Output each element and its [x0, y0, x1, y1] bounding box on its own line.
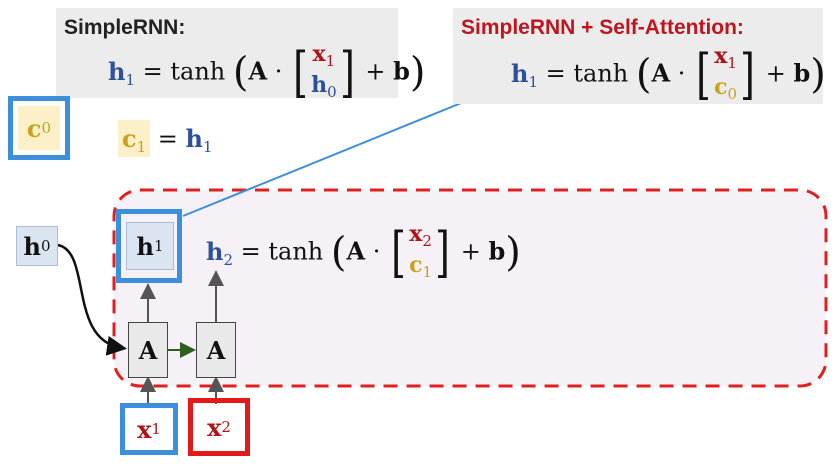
h1-frame — [116, 209, 182, 283]
self-attention-panel: SimpleRNN + Self-Attention: h1 = tanh (A… — [453, 8, 826, 106]
h0-to-cell1-arrow — [57, 243, 127, 356]
c1-equation: c1 = h1 — [118, 120, 213, 157]
attention-arrow — [182, 82, 507, 217]
c0-frame — [8, 96, 70, 160]
simplernn-title: SimpleRNN: — [64, 16, 186, 39]
dashed-region — [112, 188, 828, 388]
self-attention-title: SimpleRNN + Self-Attention: — [461, 16, 744, 39]
rnn-cell-2: A — [196, 322, 236, 378]
rnn-cell-1: A — [128, 322, 168, 378]
